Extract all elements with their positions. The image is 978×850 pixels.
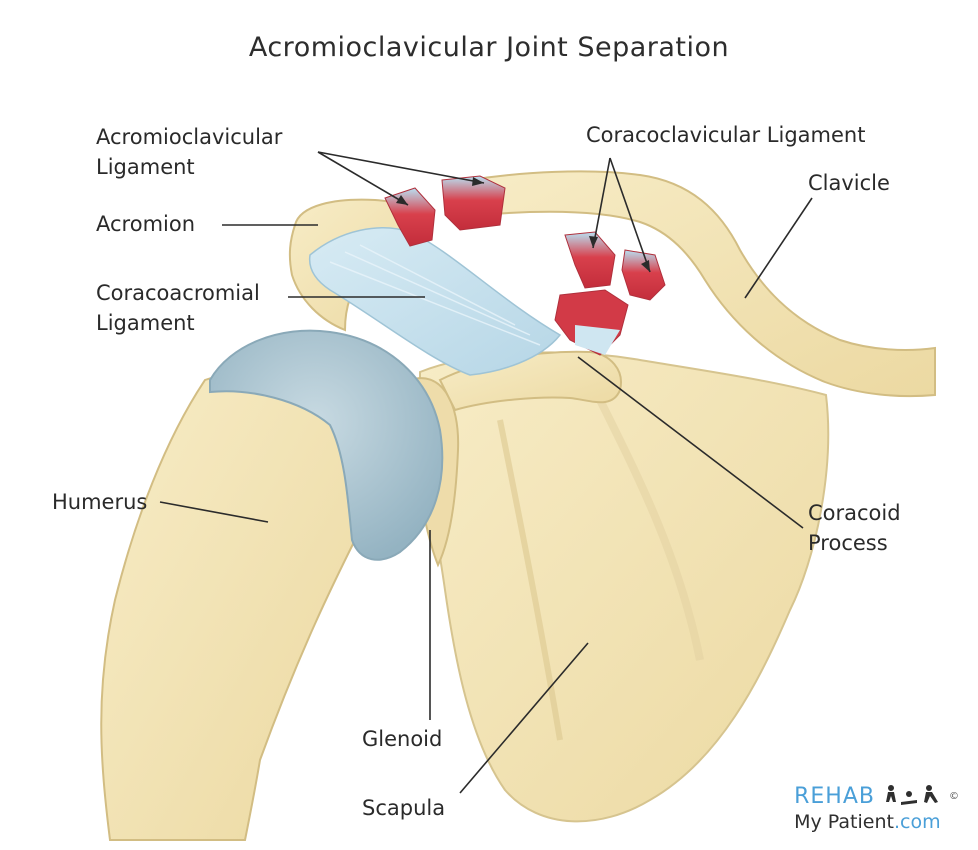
torn-cc-ligament-upper-left (564, 231, 616, 289)
diagram-title: Acromioclavicular Joint Separation (248, 32, 730, 63)
label-coracoacromial-ligament: Coracoacromial Ligament (96, 281, 260, 335)
scapula-shape (419, 351, 830, 823)
logo-rehab-text: REHAB (794, 784, 875, 809)
label-scapula: Scapula (362, 796, 446, 820)
humerus-shape (100, 376, 357, 841)
exercise-figures-icon (886, 785, 938, 805)
torn-cc-ligament-upper-right (621, 249, 666, 301)
copyright-mark: © (949, 791, 960, 802)
leader-lines (159, 151, 813, 794)
logo-domain-text: .com (893, 811, 941, 833)
leader-arrowheads (396, 177, 650, 272)
logo-my-patient-text: My Patient (794, 811, 894, 833)
humeral-head-shape (209, 329, 444, 561)
label-coracoclavicular-ligament: Coracoclavicular Ligament (586, 123, 866, 147)
label-acromion: Acromion (96, 212, 196, 236)
clavicle-shape (468, 170, 936, 398)
label-humerus: Humerus (52, 490, 148, 514)
torn-ac-ligament-right (441, 175, 506, 231)
label-glenoid: Glenoid (362, 727, 443, 751)
label-acromioclavicular-ligament: Acromioclavicular Ligament (96, 125, 283, 179)
label-coracoid-process: Coracoid Process (808, 501, 901, 555)
rehab-my-patient-logo: REHAB © My Patient.com (794, 784, 960, 834)
label-clavicle: Clavicle (808, 171, 890, 195)
